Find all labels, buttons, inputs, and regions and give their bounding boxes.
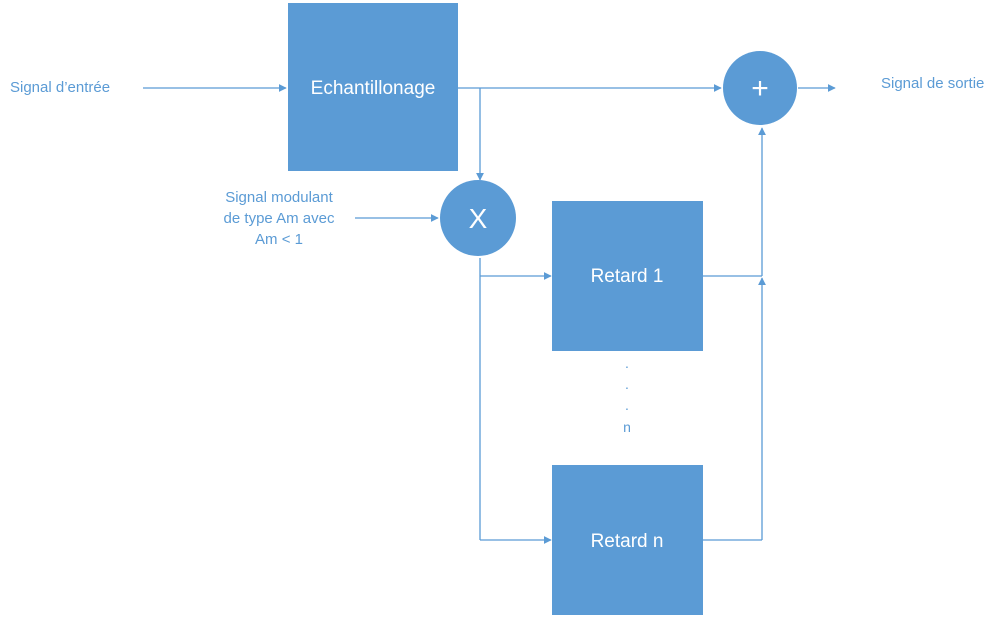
- ellipsis-dot-1: .: [625, 355, 629, 371]
- sampling-block-label: Echantillonage: [311, 78, 436, 99]
- delay-1-label: Retard 1: [591, 266, 664, 287]
- ellipsis-dot-3: .: [625, 397, 629, 413]
- delay-n-block: Retard n: [552, 465, 703, 615]
- modulating-label-line-2: de type Am avec: [224, 210, 335, 227]
- modulating-label-line-1: Signal modulant: [225, 189, 333, 206]
- delay-1-block: Retard 1: [552, 201, 703, 351]
- modulating-label-line-3: Am < 1: [255, 231, 303, 248]
- plus-symbol: +: [751, 72, 769, 105]
- input-signal-label: Signal d’entrée: [10, 79, 110, 96]
- delay-n-label: Retard n: [591, 531, 664, 552]
- output-signal-label: Signal de sortie: [881, 75, 984, 92]
- modulating-signal-label: Signal modulant de type Am avec Am < 1: [224, 189, 335, 248]
- sum-node: +: [723, 51, 797, 125]
- sampling-block: Echantillonage: [288, 3, 458, 171]
- ellipsis-dot-2: .: [625, 376, 629, 392]
- delay-ellipsis: . . . n: [623, 355, 631, 435]
- multiply-symbol: X: [469, 203, 488, 234]
- ellipsis-n-label: n: [623, 419, 631, 435]
- multiplier-node: X: [440, 180, 516, 256]
